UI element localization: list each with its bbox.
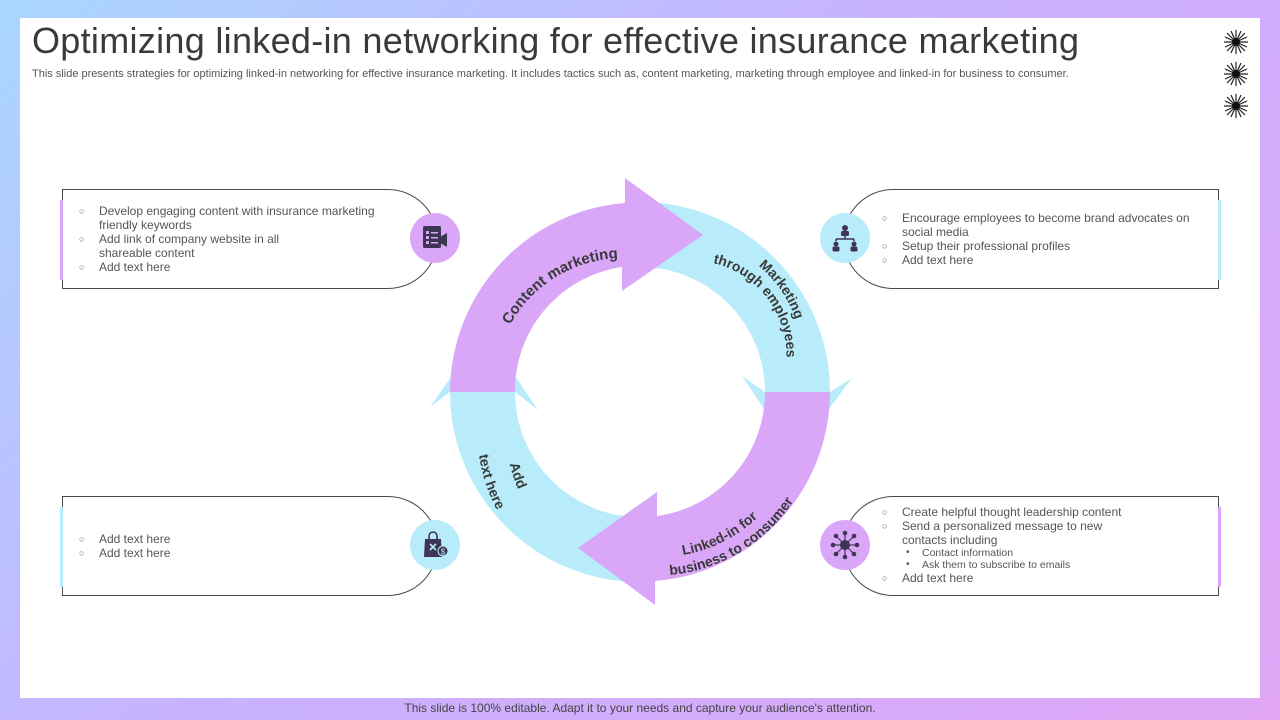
list-item: Create helpful thought leadership conten… bbox=[882, 505, 1202, 519]
list-item: Add text here bbox=[79, 532, 379, 546]
cycle-arrow-employees bbox=[640, 202, 852, 455]
card-bullet-list: Encourage employees to become brand advo… bbox=[882, 211, 1202, 267]
cycle-arrow-add-text bbox=[430, 330, 640, 582]
list-item: Add text here bbox=[79, 546, 379, 560]
sub-list: Contact information Ask them to subscrib… bbox=[902, 547, 1132, 571]
list-item: Add link of company website in all share… bbox=[79, 232, 309, 260]
card-add-text: Add text here Add text here bbox=[60, 496, 438, 596]
icon-badge bbox=[410, 213, 460, 263]
team-hierarchy-icon bbox=[832, 225, 858, 252]
card-accent-bar bbox=[1218, 200, 1221, 280]
card-accent-bar bbox=[60, 200, 63, 280]
list-item: Send a personalized message to new conta… bbox=[882, 519, 1132, 571]
sparkle-icon bbox=[1224, 30, 1248, 54]
card-employee-marketing: Encourage employees to become brand advo… bbox=[843, 189, 1221, 289]
network-people-icon bbox=[830, 530, 860, 560]
sparkle-icon bbox=[1224, 62, 1248, 86]
svg-text:$: $ bbox=[441, 548, 446, 557]
card-accent-bar bbox=[60, 507, 63, 587]
cycle-arrow-content-marketing bbox=[450, 178, 703, 392]
card-bullet-list: Develop engaging content with insurance … bbox=[79, 204, 379, 274]
footer-note: This slide is 100% editable. Adapt it to… bbox=[404, 701, 876, 715]
sub-list-item: Contact information bbox=[902, 547, 1132, 559]
icon-badge bbox=[820, 520, 870, 570]
icon-badge: $ bbox=[410, 520, 460, 570]
list-item: Add text here bbox=[79, 260, 379, 274]
list-item: Setup their professional profiles bbox=[882, 239, 1202, 253]
page-title: Optimizing linked-in networking for effe… bbox=[32, 20, 1080, 61]
cycle-arrow-linkedin-b2c bbox=[578, 392, 830, 605]
checklist-megaphone-icon bbox=[423, 226, 447, 248]
sparkle-icon bbox=[1224, 94, 1248, 118]
card-linkedin-b2c: Create helpful thought leadership conten… bbox=[843, 496, 1221, 596]
page-subtitle: This slide presents strategies for optim… bbox=[32, 68, 1069, 80]
sub-list-item: Ask them to subscribe to emails bbox=[902, 559, 1132, 571]
card-bullet-list: Create helpful thought leadership conten… bbox=[882, 505, 1202, 585]
list-item: Develop engaging content with insurance … bbox=[79, 204, 379, 232]
list-item-text: Send a personalized message to new conta… bbox=[902, 519, 1103, 547]
list-item: Add text here bbox=[882, 253, 1202, 267]
list-item: Encourage employees to become brand advo… bbox=[882, 211, 1202, 239]
card-bullet-list: Add text here Add text here bbox=[79, 532, 379, 560]
card-content-marketing: Develop engaging content with insurance … bbox=[60, 189, 438, 289]
list-item: Add text here bbox=[882, 571, 1202, 585]
shopping-bag-dollar-icon: $ bbox=[424, 531, 449, 557]
icon-badge bbox=[820, 213, 870, 263]
card-accent-bar bbox=[1218, 507, 1221, 587]
cycle-diagram: Content marketing Marketing through empl… bbox=[430, 178, 852, 605]
